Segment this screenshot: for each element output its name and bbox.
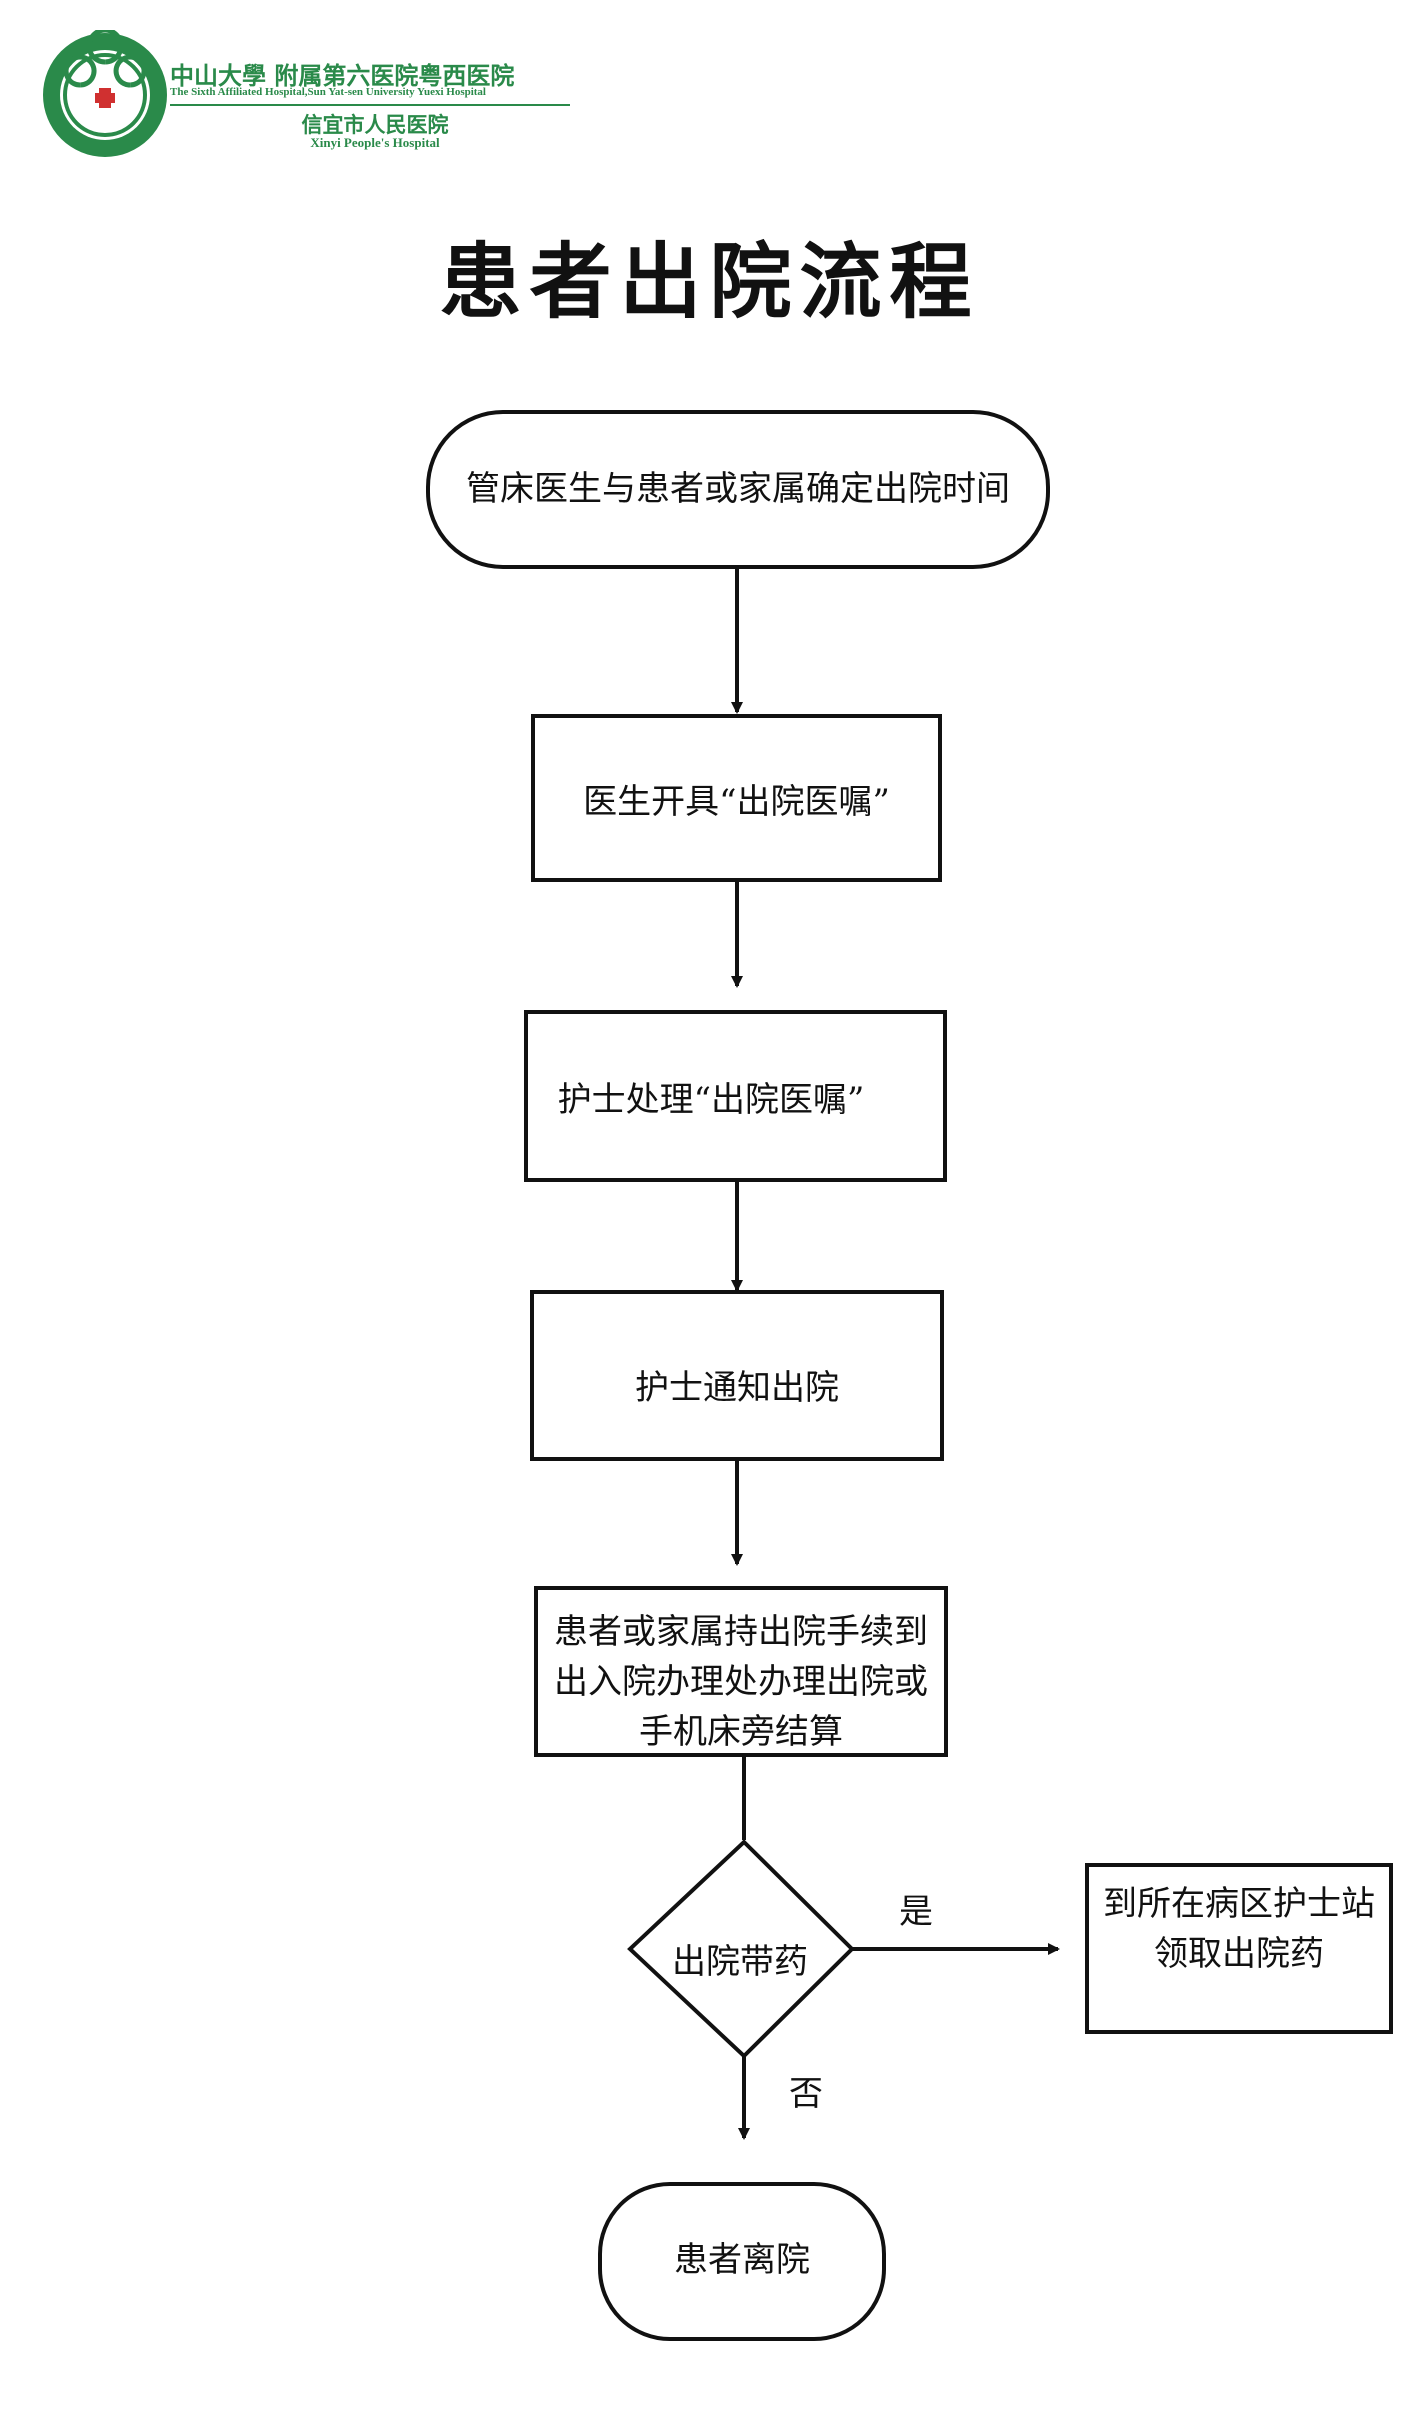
yes-box-label-line2: 领取出院药: [1154, 1934, 1324, 1974]
yes-label: 是: [899, 1892, 933, 1932]
start-label: 管床医生与患者或家属确定出院时间: [466, 469, 1010, 509]
no-label: 否: [789, 2074, 823, 2114]
step4-label-line2: 出入院办理处办理出院或: [554, 1662, 928, 1702]
step-notify-box: [530, 1290, 944, 1461]
logo-english-subname: Xinyi People's Hospital: [310, 135, 440, 150]
step2-label: 护士处理“出院医嘱”: [557, 1080, 865, 1120]
step-nurse-process-box: [524, 1010, 947, 1182]
step3-label: 护士通知出院: [635, 1368, 839, 1408]
step1-label: 医生开具“出院医嘱”: [583, 782, 890, 822]
logo-chinese-name: 中山大學 附属第六医院粤西医院: [170, 62, 515, 90]
step-settlement-box: [534, 1586, 948, 1757]
logo-english-name: The Sixth Affiliated Hospital,Sun Yat-se…: [170, 86, 486, 98]
yes-pickup-box: [1085, 1863, 1393, 2034]
end-terminal: [598, 2182, 886, 2341]
yes-box-label-line1: 到所在病区护士站: [1103, 1884, 1375, 1924]
step4-label-line1: 患者或家属持出院手续到: [554, 1612, 928, 1652]
hospital-emblem-icon: [43, 30, 167, 157]
hospital-logo: 中山大學 附属第六医院粤西医院 The Sixth Affiliated Hos…: [40, 30, 600, 160]
logo-divider: [170, 104, 570, 106]
step-doctor-order-box: [531, 714, 942, 882]
logo-chinese-subname: 信宜市人民医院: [301, 113, 449, 137]
decision-label: 出院带药: [672, 1942, 808, 1982]
page-title: 患者出院流程: [439, 235, 980, 330]
step4-label-line3: 手机床旁结算: [639, 1712, 843, 1752]
end-label: 患者离院: [674, 2240, 810, 2280]
